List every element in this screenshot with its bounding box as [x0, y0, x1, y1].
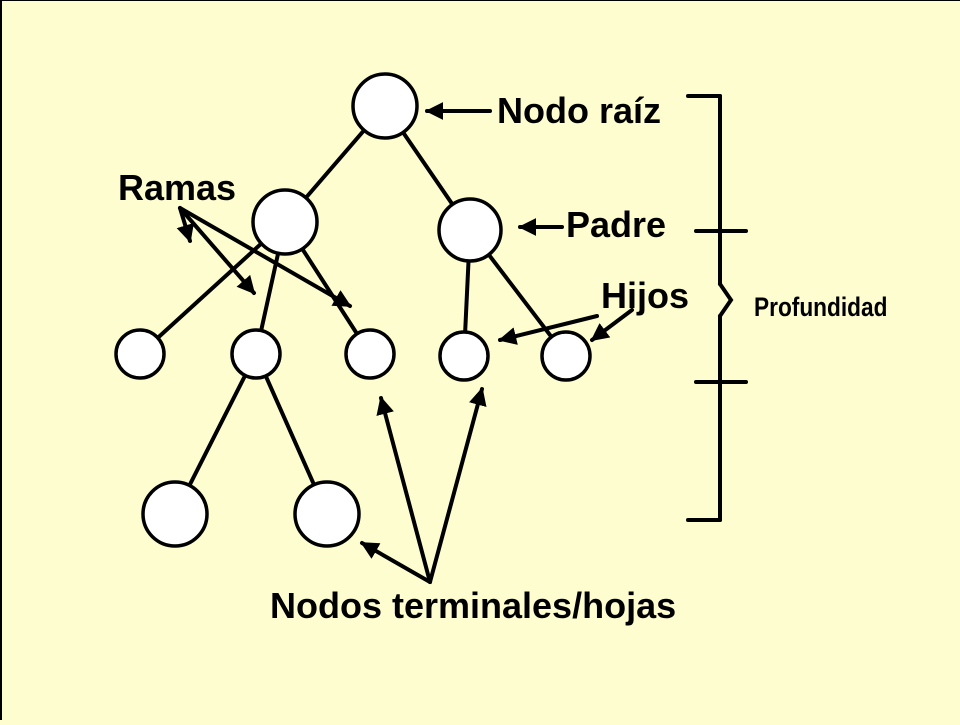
annotation-arrows	[176, 102, 634, 584]
root-node	[351, 72, 419, 140]
root-label: Nodo raíz	[497, 90, 661, 131]
leaves-arrow	[376, 396, 432, 584]
depth-brace-point	[718, 282, 734, 318]
leaf-node	[114, 328, 166, 380]
children-arrow	[590, 308, 634, 342]
branches-arrow	[176, 206, 194, 243]
children-arrow	[498, 314, 599, 345]
depth-label: Profundidad	[754, 292, 887, 322]
leaf-node	[344, 328, 396, 380]
children-label: Hijos	[601, 275, 689, 316]
depth-bracket	[686, 94, 748, 522]
branches-arrow	[178, 206, 256, 295]
leaves-label: Nodos terminales/hojas	[270, 585, 676, 626]
internal-node	[230, 328, 282, 380]
parent-node	[437, 197, 503, 263]
child-node	[438, 330, 490, 382]
parent-label: Padre	[566, 204, 666, 245]
leaf-node	[141, 480, 209, 548]
leaves-arrow	[428, 387, 487, 584]
leaf-node	[293, 480, 361, 548]
child-node	[540, 330, 592, 382]
leaves-arrow	[360, 541, 432, 584]
tree-nodes	[114, 72, 592, 548]
branches-label: Ramas	[118, 167, 236, 208]
internal-node-left	[251, 188, 319, 256]
branches-arrow	[178, 206, 352, 308]
